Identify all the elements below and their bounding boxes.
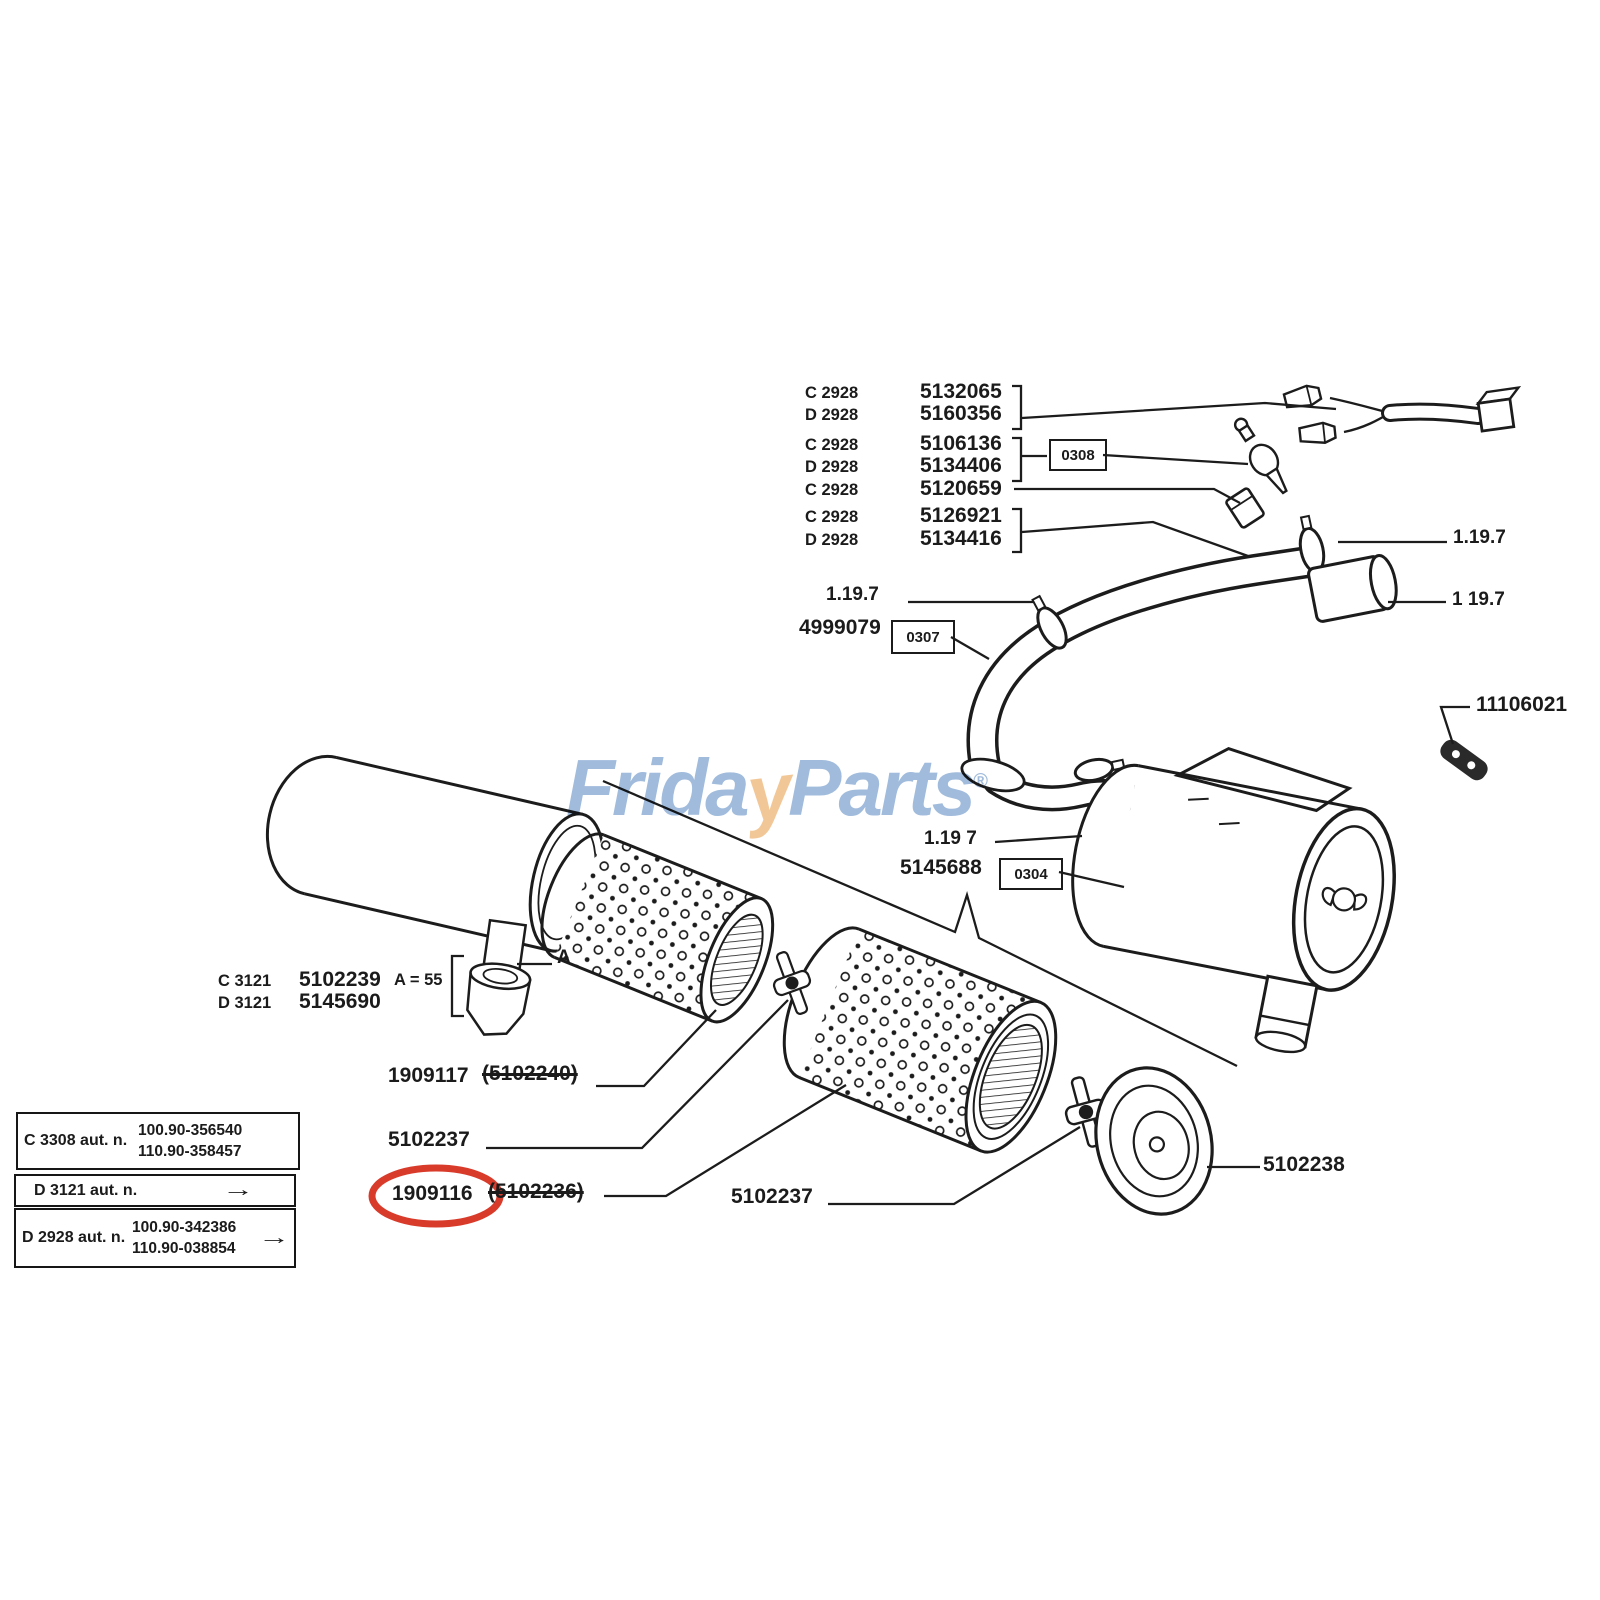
variant-model: D 2928 — [805, 458, 859, 476]
section-ref-left: 1.19.7 — [826, 584, 879, 605]
part-label-5102238: 5102238 — [1263, 1153, 1345, 1176]
footnote-code: D 2928 aut. n. — [22, 1229, 126, 1246]
variant-part: 5160356 — [920, 402, 1002, 425]
watermark-swoosh-y: y — [741, 745, 794, 840]
spade-terminal-2 — [1298, 421, 1337, 444]
harness-connector — [1475, 386, 1522, 433]
air-cleaner-canister — [265, 754, 606, 953]
air-cleaner-assembly — [1071, 746, 1396, 1054]
footnote-code: D 3121 aut. n. — [34, 1181, 138, 1199]
fridayparts-watermark: FridayParts® — [566, 742, 988, 839]
variant-part: 5106136 — [920, 432, 1002, 455]
variant-model: C 2928 — [805, 481, 859, 499]
part-label-1909116-highlighted: 1909116 — [392, 1182, 473, 1205]
section-ref-right-upper: 1.19.7 — [1453, 527, 1506, 548]
hose-clamp-lower — [1073, 757, 1126, 783]
section-ref-center: 1.19 7 — [924, 828, 977, 849]
variant-part: 5126921 — [920, 504, 1002, 527]
hose-stub-cylinder — [1307, 554, 1398, 623]
part-label-5102236-superseded: (5102236) — [488, 1180, 584, 1203]
footnote-serial-line: 110.90-038854 — [132, 1240, 236, 1257]
part-label-5145688: 5145688 — [900, 856, 982, 879]
wing-bolt-left — [772, 951, 812, 1015]
registered-mark-icon: ® — [973, 770, 988, 793]
bolt-11106021 — [1440, 739, 1488, 781]
watermark-text-right: Parts — [788, 743, 976, 832]
dimension-letter-a: A — [557, 947, 571, 968]
left-variant-model: D 3121 — [218, 994, 272, 1012]
highlight-ellipse — [368, 1164, 504, 1228]
ref-box-0304: 0304 — [999, 858, 1063, 890]
footnote-box-d3121: D 3121 aut. n. → — [14, 1174, 296, 1207]
footnote-box-d2928: D 2928 aut. n. 100.90-342386 110.90-0388… — [14, 1208, 296, 1268]
part-label-11106021: 11106021 — [1476, 693, 1568, 716]
ref-box-0307: 0307 — [891, 620, 955, 654]
footnote-serial-line: 100.90-342386 — [132, 1219, 237, 1236]
part-label-4999079: 4999079 — [799, 616, 881, 639]
part-label-5102237-b: 5102237 — [731, 1185, 813, 1208]
left-variant-part: 5145690 — [299, 990, 381, 1013]
footnote-box-c3308: C 3308 aut. n. 100.90-356540 110.90-3584… — [16, 1112, 300, 1170]
variant-model: C 2928 — [805, 436, 859, 454]
ref-box-0308-label: 0308 — [1061, 446, 1095, 464]
leader-lines — [450, 384, 1470, 1206]
part-label-1909117: 1909117 — [388, 1064, 469, 1087]
footnote-code: C 3308 aut. n. — [24, 1132, 128, 1149]
ref-box-0304-label: 0304 — [1014, 865, 1048, 883]
filter-cartridge-main — [782, 926, 1058, 1154]
ref-box-0308: 0308 — [1049, 439, 1107, 471]
arrow-right-icon: → — [222, 1179, 254, 1201]
end-cover-disc — [1094, 1066, 1214, 1216]
footnote-serials: 100.90-356540 110.90-358457 — [138, 1120, 242, 1162]
variant-part: 5132065 — [920, 380, 1002, 403]
footnote-serials: 100.90-342386 110.90-038854 — [132, 1217, 236, 1259]
thermo-sensor — [1233, 417, 1288, 495]
section-ref-right-lower: 1 19.7 — [1452, 589, 1505, 610]
variant-model: C 2928 — [805, 384, 859, 402]
footnote-serial-line: 110.90-358457 — [138, 1143, 242, 1160]
spade-terminal-1 — [1282, 384, 1323, 409]
variant-part: 5134406 — [920, 454, 1002, 477]
left-variant-note: A = 55 — [394, 971, 443, 989]
left-variant-model: C 3121 — [218, 972, 272, 990]
variant-part: 5120659 — [920, 477, 1002, 500]
drain-fitting-and-nut — [466, 918, 532, 1036]
ref-box-0307-label: 0307 — [906, 628, 940, 646]
left-variant-part: 5102239 — [299, 968, 381, 991]
hose-clamp-upper — [1031, 594, 1068, 650]
part-label-5102237-a: 5102237 — [388, 1128, 470, 1151]
variant-part: 5134416 — [920, 527, 1002, 550]
end-cap-wing-nut — [1321, 886, 1368, 912]
filter-cartridge-inner — [540, 832, 775, 1024]
sensor-fitting — [1225, 487, 1265, 529]
variant-model: D 2928 — [805, 531, 859, 549]
part-label-5102240-superseded: (5102240) — [482, 1062, 578, 1085]
variant-model: D 2928 — [805, 406, 859, 424]
arrow-right-icon: → — [258, 1226, 290, 1249]
footnote-serial-line: 100.90-356540 — [138, 1122, 243, 1139]
variant-model: C 2928 — [805, 508, 859, 526]
wiring-harness — [1282, 384, 1522, 444]
watermark-text-left: Frida — [566, 743, 750, 832]
